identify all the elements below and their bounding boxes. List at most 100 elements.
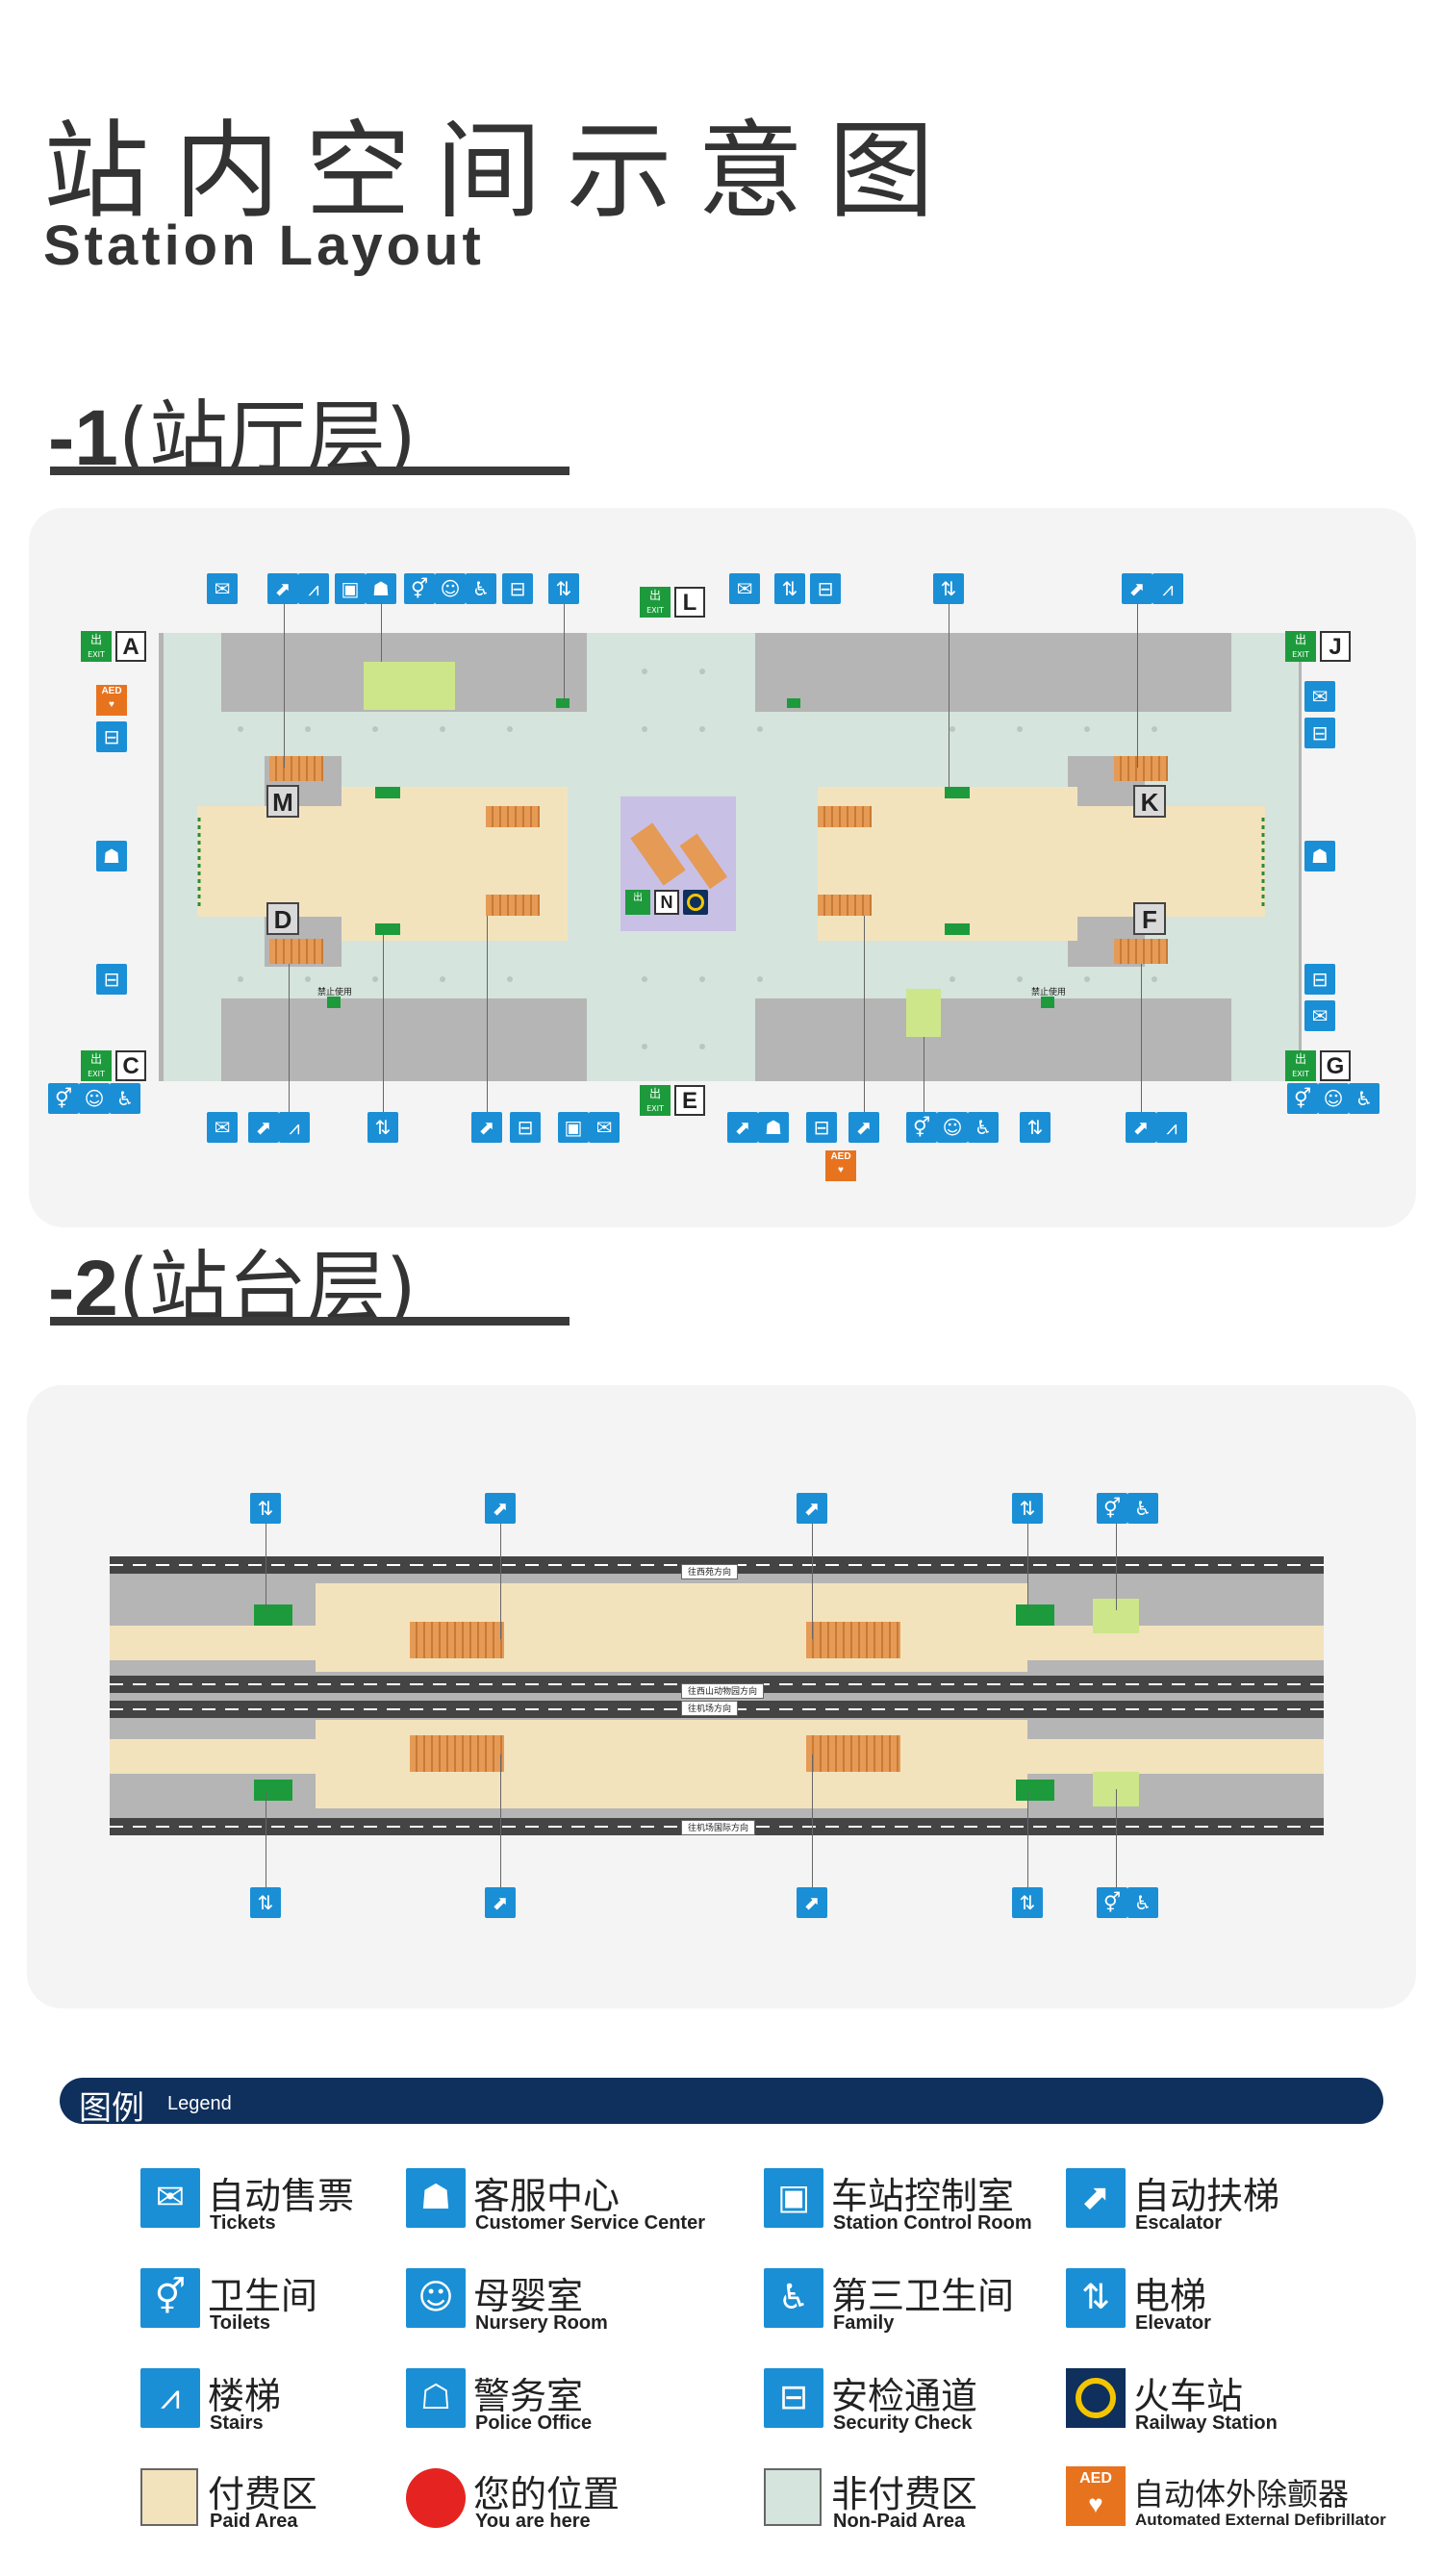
service-point bbox=[787, 698, 800, 708]
platform-panel: 往西苑方向 往西山动物园方向 往机场方向 往机场国际方向 ⇅ ⬈ ⬈ ⇅ ⚥ ♿… bbox=[27, 1385, 1416, 2008]
wall-block bbox=[755, 998, 1231, 1081]
control-room-icon: ▣ bbox=[335, 573, 366, 604]
leader-line bbox=[1027, 1524, 1028, 1610]
toilet-icon: ⚥ bbox=[1097, 1887, 1127, 1918]
elevator-shaft bbox=[254, 1780, 292, 1801]
elevator-icon: ⇅ bbox=[250, 1493, 281, 1524]
direction-sign: 往西山动物园方向 bbox=[681, 1683, 765, 1699]
family-toilet-icon: ♿ bbox=[764, 2268, 823, 2328]
stairs-icon: ⩘ bbox=[1152, 573, 1183, 604]
railway-station-icon bbox=[1066, 2368, 1126, 2428]
service-point bbox=[1041, 997, 1054, 1008]
escalator-icon: ⬈ bbox=[267, 573, 298, 604]
elevator-icon: ⇅ bbox=[367, 1112, 398, 1143]
security-check-icon: ⊟ bbox=[96, 964, 127, 995]
elevator-shaft bbox=[1016, 1780, 1054, 1801]
escalator-icon: ⬈ bbox=[248, 1112, 279, 1143]
family-toilet-icon: ♿ bbox=[110, 1083, 140, 1114]
security-check-icon: ⊟ bbox=[510, 1112, 541, 1143]
nursery-icon: ☺ bbox=[79, 1083, 110, 1114]
leader-line bbox=[812, 1755, 813, 1887]
elevator-icon: ⇅ bbox=[548, 573, 579, 604]
family-toilet-icon: ♿ bbox=[1349, 1083, 1380, 1114]
no-entry-note: 禁止使用 bbox=[1031, 987, 1067, 997]
floor-underline bbox=[50, 467, 570, 475]
stairs-icon: ⩘ bbox=[279, 1112, 310, 1143]
leader-line bbox=[487, 916, 488, 1112]
centre-sign-group: 出 N bbox=[625, 885, 708, 920]
elevator-shaft bbox=[254, 1604, 292, 1626]
exit-letter: E bbox=[674, 1085, 705, 1116]
leader-line bbox=[812, 1524, 813, 1639]
exit-letter: A bbox=[115, 631, 146, 662]
current-location-marker: N bbox=[654, 890, 679, 915]
stairs-icon: ⩘ bbox=[1156, 1112, 1187, 1143]
service-point bbox=[375, 923, 400, 935]
family-toilet-icon: ♿ bbox=[1127, 1887, 1158, 1918]
leader-line bbox=[383, 935, 384, 1112]
security-check-icon: ⊟ bbox=[1304, 718, 1335, 748]
paid-area-east bbox=[895, 806, 1265, 917]
exit-letter: C bbox=[115, 1050, 146, 1081]
stairs-block bbox=[1114, 756, 1168, 781]
escalator-icon: ⬈ bbox=[727, 1112, 758, 1143]
stairs-block bbox=[806, 1622, 900, 1658]
nursery-icon: ☺ bbox=[406, 2268, 466, 2328]
stairs-icon: ⩘ bbox=[298, 573, 329, 604]
security-check-icon: ⊟ bbox=[810, 573, 841, 604]
leader-line bbox=[1141, 964, 1142, 1112]
family-toilet-icon: ♿ bbox=[968, 1112, 999, 1143]
pillar-grid bbox=[238, 669, 1157, 1049]
nursery-icon: ☺ bbox=[937, 1112, 968, 1143]
customer-service-icon: ☗ bbox=[366, 573, 396, 604]
ticket-machine-icon: ✉ bbox=[207, 573, 238, 604]
direction-sign: 往机场方向 bbox=[681, 1701, 739, 1716]
security-check-icon: ⊟ bbox=[502, 573, 533, 604]
direction-sign: 往西苑方向 bbox=[681, 1564, 739, 1579]
escalator-icon: ⬈ bbox=[485, 1887, 516, 1918]
escalator-icon: ⬈ bbox=[848, 1112, 879, 1143]
wall-block bbox=[221, 998, 587, 1081]
stairs-block bbox=[486, 895, 540, 916]
legend-title-en: Legend bbox=[167, 2093, 232, 2114]
ticket-machine-icon: ✉ bbox=[1304, 1000, 1335, 1031]
entrance-marker-k: K bbox=[1133, 785, 1166, 818]
elevator-shaft bbox=[1016, 1604, 1054, 1626]
elevator-icon: ⇅ bbox=[1020, 1112, 1051, 1143]
legend-header: 图例 Legend bbox=[60, 2078, 1383, 2128]
leader-line bbox=[1116, 1789, 1117, 1887]
service-point bbox=[327, 997, 341, 1008]
page-title-en: Station Layout bbox=[43, 215, 485, 277]
police-icon: ☖ bbox=[406, 2368, 466, 2428]
customer-service-icon: ☗ bbox=[406, 2168, 466, 2228]
direction-sign: 往机场国际方向 bbox=[681, 1820, 756, 1835]
centre-escalator bbox=[630, 822, 686, 886]
customer-service-icon: ☗ bbox=[96, 841, 127, 871]
entrance-marker-f: F bbox=[1133, 902, 1166, 935]
ticket-machine-icon: ✉ bbox=[729, 573, 760, 604]
leader-line bbox=[381, 604, 382, 662]
ticket-machine-icon: ✉ bbox=[140, 2168, 200, 2228]
no-entry-note: 禁止使用 bbox=[317, 987, 353, 997]
